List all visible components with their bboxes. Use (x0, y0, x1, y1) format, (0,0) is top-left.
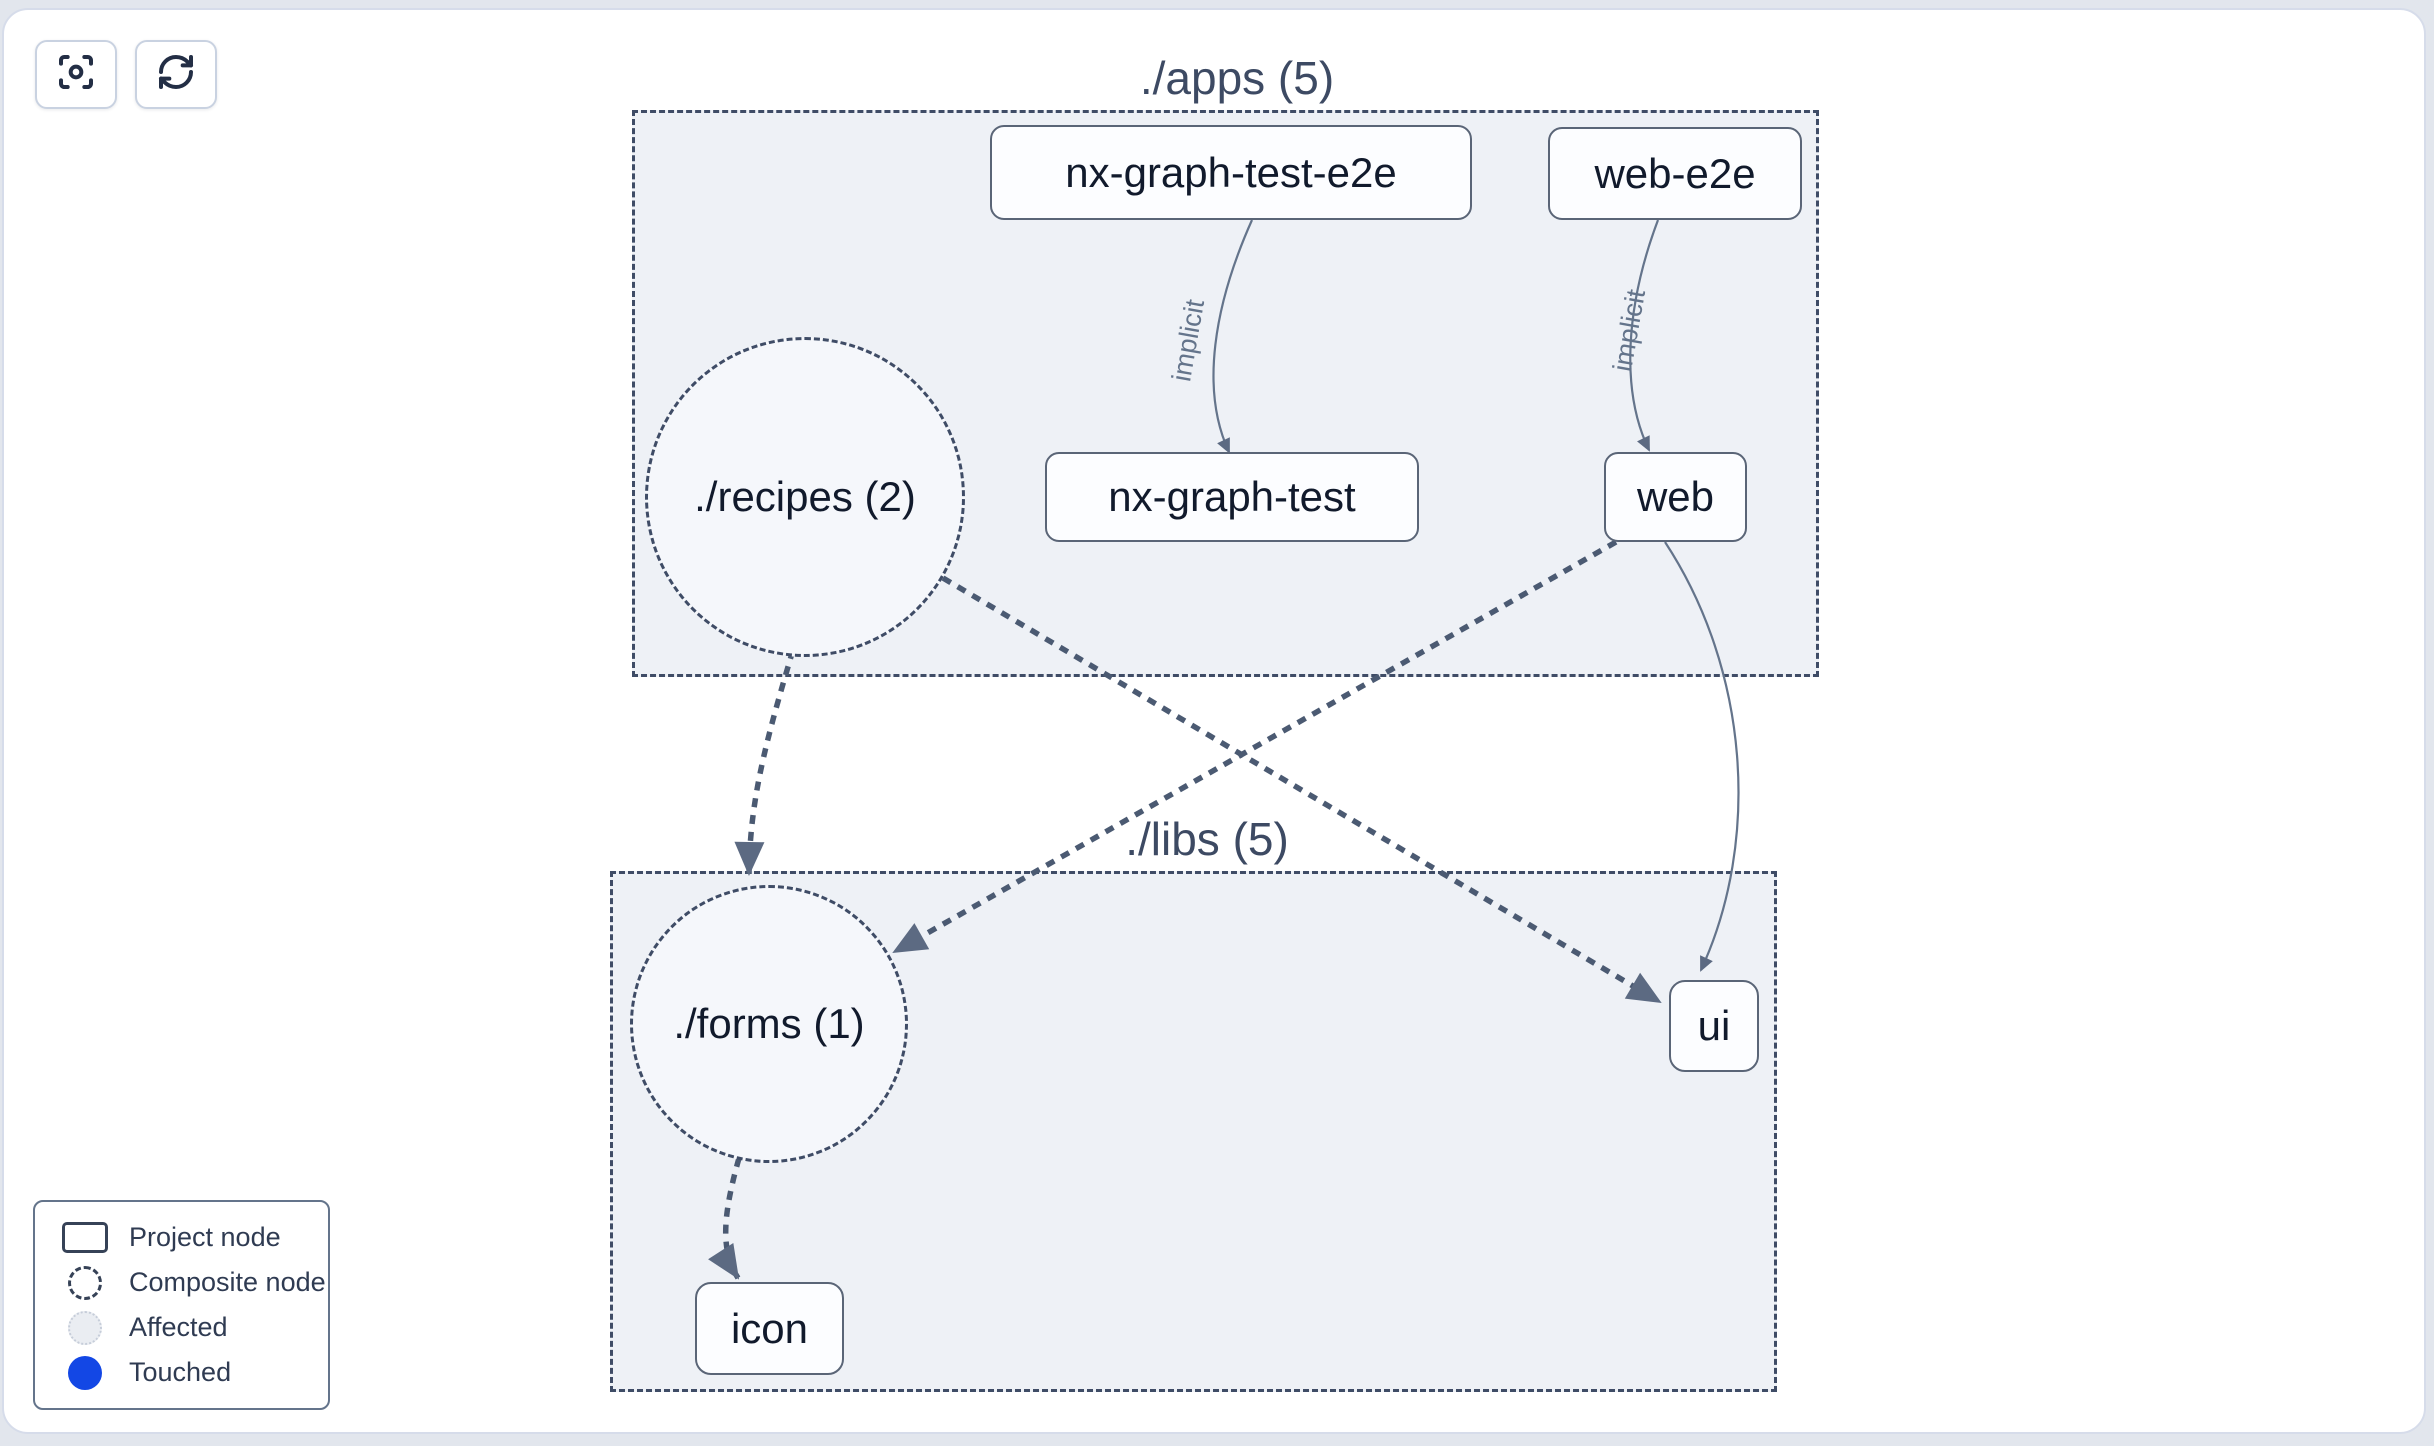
graph-viewport[interactable]: ./apps (5) ./libs (5) implicit implicit (2, 8, 2426, 1434)
focus-icon (56, 52, 96, 97)
legend-item-affected: Affected (35, 1305, 328, 1350)
legend: Project node Composite node Affected Tou… (33, 1200, 330, 1410)
focus-button[interactable] (35, 40, 117, 109)
legend-item-composite-node: Composite node (35, 1260, 328, 1305)
project-node-web-label: web (1636, 473, 1715, 520)
project-node-ui[interactable]: ui (1669, 980, 1759, 1072)
refresh-button[interactable] (135, 40, 217, 109)
project-node-nx-graph-test-label: nx-graph-test (1108, 473, 1356, 520)
edge-recipes-to-forms (734, 649, 796, 876)
touched-swatch-icon (62, 1355, 108, 1390)
project-node-icon[interactable]: icon (695, 1282, 844, 1375)
legend-item-project-node: Project node (35, 1215, 328, 1260)
project-node-ui-label: ui (1697, 1002, 1731, 1049)
legend-label: Affected (129, 1312, 228, 1342)
project-node-web[interactable]: web (1604, 452, 1747, 542)
composite-node-forms-label: ./forms (1) (673, 1000, 865, 1047)
refresh-icon (156, 52, 196, 97)
project-node-web-e2e[interactable]: web-e2e (1548, 127, 1802, 220)
legend-label: Touched (129, 1357, 232, 1387)
composite-node-forms[interactable]: ./forms (1) (630, 885, 908, 1163)
project-node-swatch-icon (62, 1222, 108, 1253)
legend-label: Composite node (129, 1267, 326, 1297)
project-node-nx-graph-test-e2e-label: nx-graph-test-e2e (1065, 148, 1397, 196)
group-title-libs: ./libs (5) (1125, 813, 1289, 865)
legend-item-touched: Touched (35, 1350, 328, 1395)
composite-node-recipes-label: ./recipes (2) (694, 473, 916, 520)
project-node-nx-graph-test[interactable]: nx-graph-test (1045, 452, 1419, 542)
group-title-apps: ./apps (5) (1139, 52, 1335, 104)
project-node-web-e2e-label: web-e2e (1594, 149, 1756, 197)
project-node-icon-label: icon (730, 1304, 809, 1352)
affected-swatch-icon (62, 1310, 108, 1345)
composite-node-swatch-icon (62, 1265, 108, 1300)
project-node-nx-graph-test-e2e[interactable]: nx-graph-test-e2e (990, 125, 1472, 220)
legend-label: Project node (129, 1222, 281, 1252)
composite-node-recipes[interactable]: ./recipes (2) (645, 337, 965, 657)
